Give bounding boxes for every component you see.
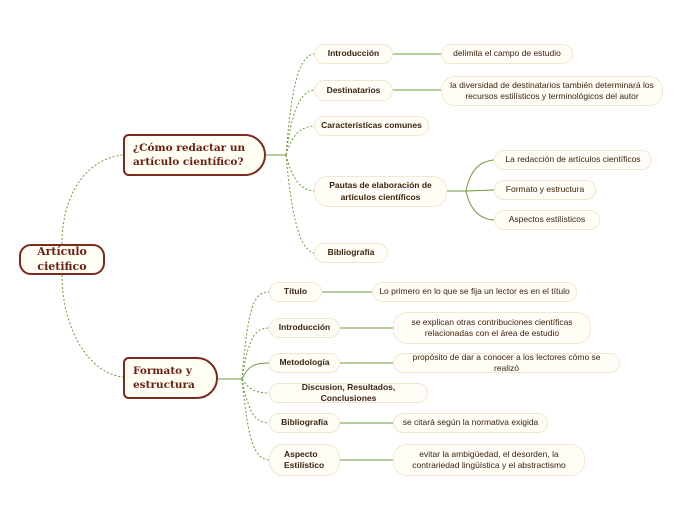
node-b2-aspecto[interactable]: Aspecto Estilístico	[269, 444, 340, 476]
branch-formato-estructura[interactable]: Formato y estructura	[123, 357, 218, 399]
link-b2-disc	[241, 378, 270, 394]
note-b2-titulo[interactable]: Lo primero en lo que se fija un lector e…	[372, 282, 577, 302]
node-b1-bibliografia[interactable]: Bibliografía	[314, 243, 388, 263]
link-root-branch1	[61, 154, 124, 245]
link-b2-biblio	[241, 378, 270, 424]
link-b2-titulo	[241, 291, 270, 380]
link-b1-dest	[285, 89, 315, 156]
note-b1-introduccion[interactable]: delimita el campo de estudio	[441, 44, 573, 64]
note-b1-destinatarios[interactable]: la diversidad de destinatarios también d…	[441, 76, 663, 106]
link-pautas-sub2	[465, 189, 495, 192]
link-b1-carac	[285, 125, 315, 156]
link-b2-intro	[241, 327, 270, 380]
node-b1-pautas[interactable]: Pautas de elaboración de artículos cient…	[314, 176, 447, 207]
note-b2-introduccion[interactable]: se explican otras contribuciones científ…	[393, 312, 591, 344]
root-node[interactable]: Artículo cietifico	[19, 244, 105, 275]
link-pautas-sub3	[465, 190, 495, 221]
note-b2-bibliografia[interactable]: se citará según la normativa exigida	[393, 413, 548, 433]
node-b1-introduccion[interactable]: Introducción	[314, 44, 393, 64]
link-b1-biblio	[285, 154, 315, 254]
node-b1-caracteristicas[interactable]: Características comunes	[314, 116, 429, 136]
node-b2-metodologia[interactable]: Metodología	[269, 353, 340, 373]
sub-redaccion[interactable]: La redacción de artículos científicos	[494, 150, 652, 170]
node-b2-bibliografia[interactable]: Bibliografía	[269, 413, 340, 433]
link-b2-aspecto	[241, 378, 270, 461]
branch-como-redactar[interactable]: ¿Cómo redactar un artículo científico?	[123, 134, 266, 176]
link-root-branch2	[61, 274, 124, 378]
sub-formato[interactable]: Formato y estructura	[494, 180, 596, 200]
link-pautas-sub1	[465, 159, 495, 192]
link-b2-metod	[241, 362, 270, 380]
link-b1-pautas	[285, 154, 315, 192]
note-b2-metodologia[interactable]: propósito de dar a conocer a los lectore…	[393, 352, 620, 373]
node-b2-discusion[interactable]: Discusion, Resultados, Conclusiones	[269, 382, 428, 403]
note-b2-aspecto[interactable]: evitar la ambigüedad, el desorden, la co…	[393, 444, 585, 476]
link-b1-intro	[285, 53, 315, 156]
node-b2-introduccion[interactable]: Introducción	[269, 318, 340, 338]
node-b1-destinatarios[interactable]: Destinatarios	[314, 80, 393, 101]
sub-aspectos[interactable]: Aspectos estilísticos	[494, 210, 600, 230]
node-b2-titulo[interactable]: Título	[269, 282, 322, 302]
